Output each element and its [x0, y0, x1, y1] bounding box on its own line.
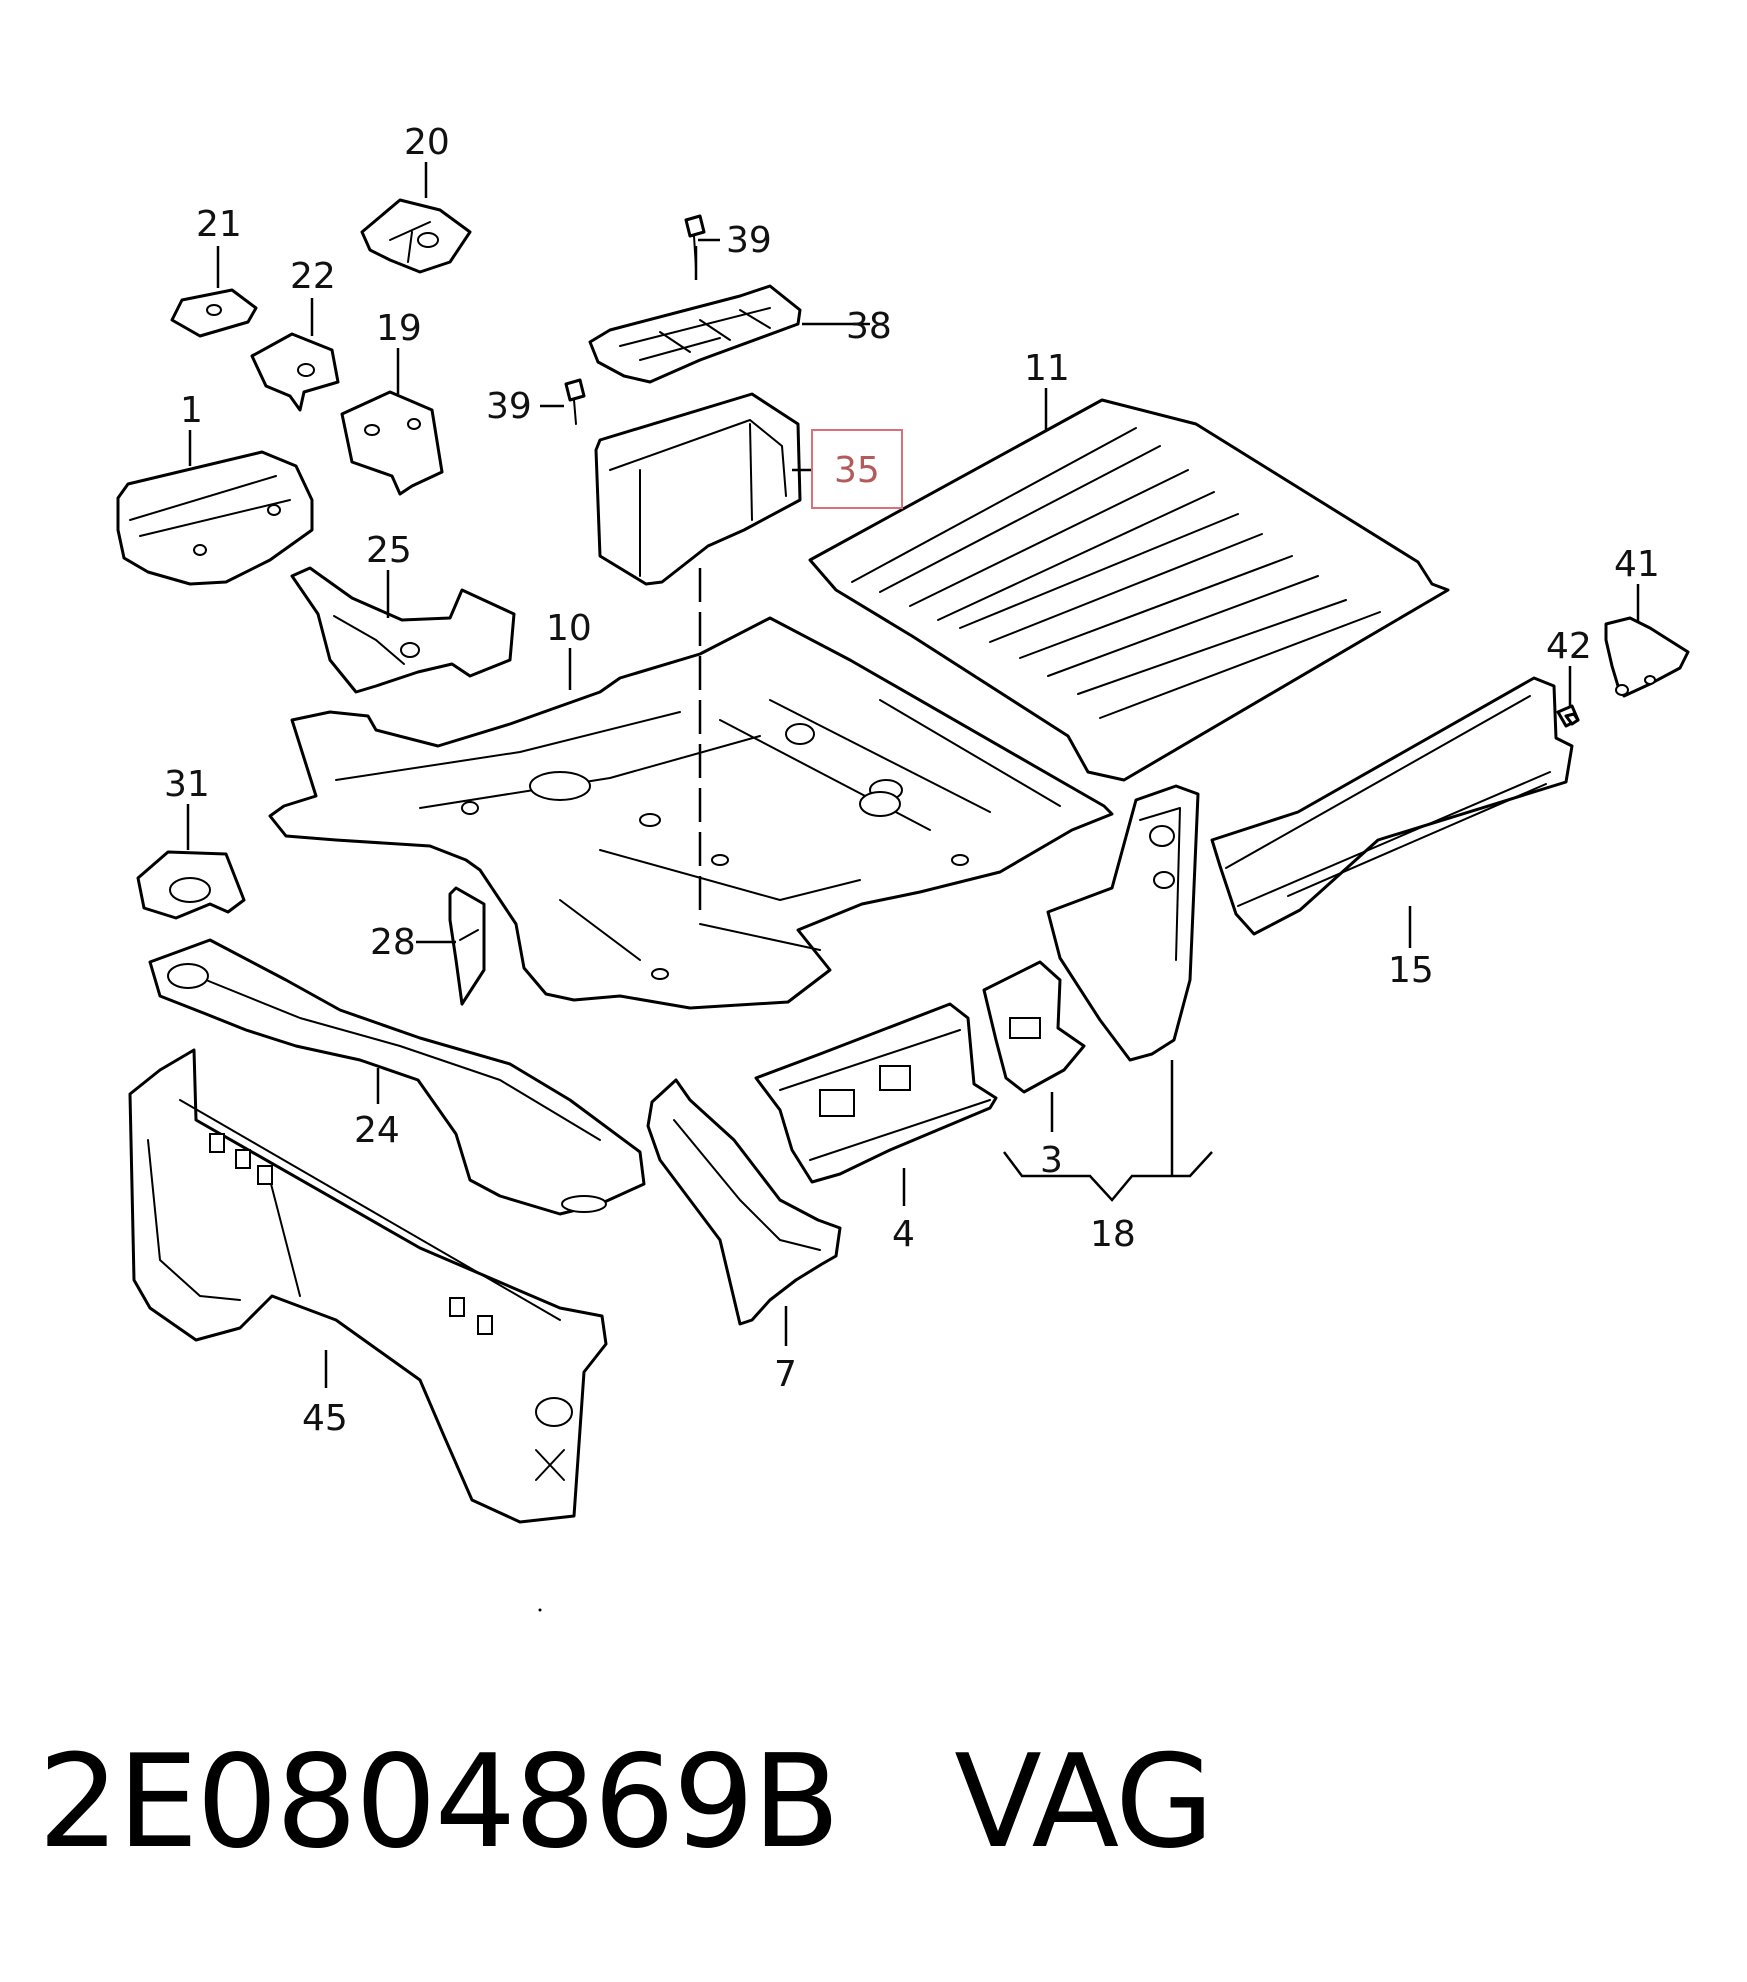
callout-28: 28	[370, 922, 416, 963]
part-19-bracket	[340, 390, 444, 496]
part-31-mount	[136, 850, 246, 920]
part-22-bracket	[250, 332, 340, 412]
part-39-bolt-lower	[564, 378, 586, 425]
callout-1: 1	[180, 390, 203, 431]
part-25-bracket	[290, 566, 516, 694]
callout-19: 19	[376, 308, 422, 349]
callout-18: 18	[1090, 1214, 1136, 1255]
callout-39-upper: 39	[726, 220, 772, 261]
callout-42: 42	[1546, 626, 1592, 667]
part-3-bracket	[982, 960, 1086, 1094]
part-28-bracket	[448, 886, 486, 1006]
part-45-side-panel	[128, 1048, 608, 1524]
callout-38: 38	[846, 306, 892, 347]
highlight-box-35	[811, 429, 903, 509]
part-11-rear-floor	[808, 398, 1450, 782]
caption-spacer	[838, 1728, 954, 1877]
part-42-bolt	[1556, 704, 1580, 728]
stray-dot	[538, 1608, 542, 1612]
callout-20: 20	[404, 122, 450, 163]
part-24-frame-rail	[148, 938, 646, 1216]
part-1-cover	[116, 450, 314, 586]
callout-24: 24	[354, 1110, 400, 1151]
callout-35: 35	[834, 450, 880, 491]
part-35-storage-box	[594, 392, 802, 586]
part-41-bracket	[1604, 616, 1690, 698]
part-38-lid	[588, 284, 802, 384]
callout-3: 3	[1040, 1140, 1063, 1181]
callout-labels: 20 21 22 19 1 25 39 38 39 35 11 10 41 42…	[164, 122, 1660, 1439]
part-10-floor-pan	[268, 616, 1114, 1010]
brand-name: VAG	[954, 1728, 1214, 1877]
part-4-reinforcement	[754, 1002, 998, 1184]
part-20-bracket	[360, 198, 472, 274]
callout-11: 11	[1024, 348, 1070, 389]
callout-45: 45	[302, 1398, 348, 1439]
callout-25: 25	[366, 530, 412, 571]
callout-10: 10	[546, 608, 592, 649]
callout-4: 4	[892, 1214, 915, 1255]
leader-lines	[186, 162, 1640, 1388]
callout-41: 41	[1614, 544, 1660, 585]
part-number-caption: 2E0804869B VAG	[38, 1718, 1718, 1888]
part-number: 2E0804869B	[38, 1728, 840, 1877]
part-15-cross-member	[1210, 676, 1574, 936]
callout-22: 22	[290, 256, 336, 297]
callout-39-lower: 39	[486, 386, 532, 427]
part-7-wheel-arch	[646, 1078, 842, 1326]
callout-31: 31	[164, 764, 210, 805]
callout-15: 15	[1388, 950, 1434, 991]
callout-21: 21	[196, 204, 242, 245]
part-21-plate	[170, 288, 258, 338]
callout-7: 7	[774, 1354, 797, 1395]
part-18-pillar	[1046, 784, 1200, 1062]
